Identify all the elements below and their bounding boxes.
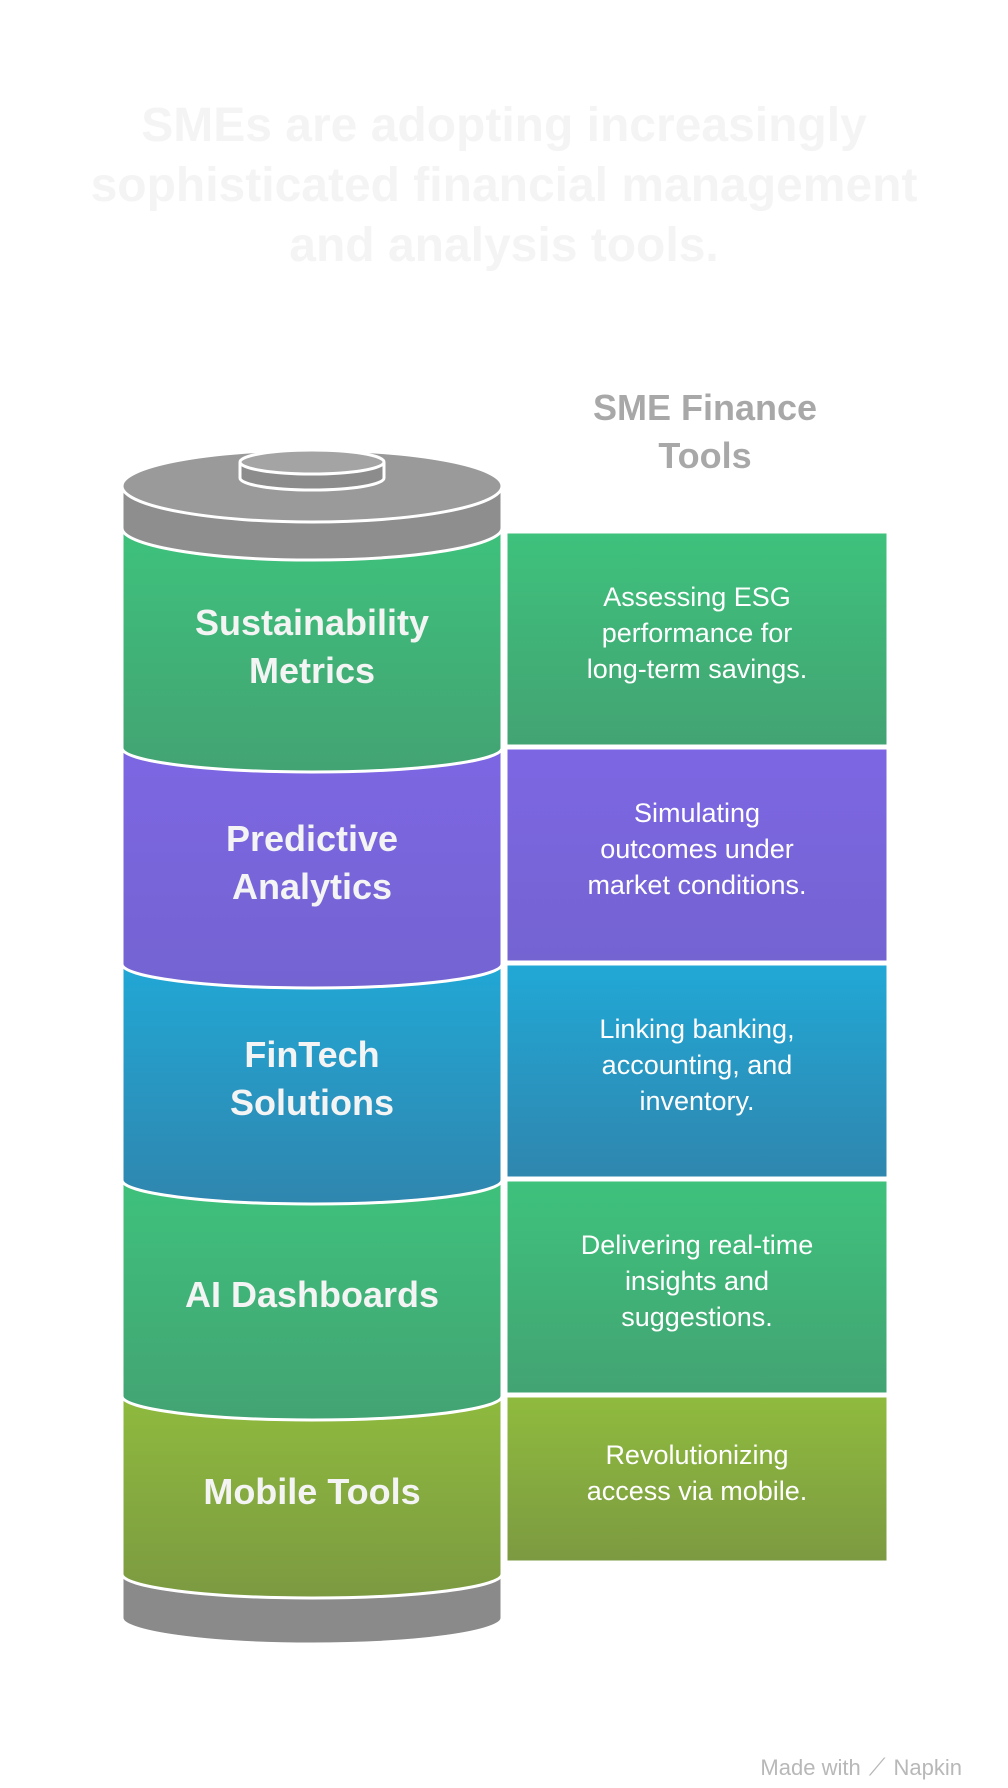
segment-label: AI Dashboards xyxy=(185,1274,439,1315)
napkin-logo-icon: ⟋ xyxy=(868,1754,886,1781)
description-box: Delivering real-time insights and suggesti… xyxy=(504,1178,890,1396)
description-text: Simulating xyxy=(634,798,760,828)
cylinder-segment: AI Dashboards xyxy=(120,1172,504,1422)
page-title: SMEs are adopting increasingly sophistic… xyxy=(90,99,918,272)
segment-label: Predictive xyxy=(226,818,398,859)
made-with-label: Made with xyxy=(760,1755,861,1780)
description-text: inventory. xyxy=(639,1086,754,1116)
description-text: long-term savings. xyxy=(587,654,808,684)
description-text: market conditions. xyxy=(587,870,806,900)
description-text: outcomes under xyxy=(600,834,794,864)
description-text: Linking banking, xyxy=(599,1014,794,1044)
segment-label: Analytics xyxy=(232,866,392,907)
description-text: Assessing ESG xyxy=(603,582,791,612)
description-box: Simulating outcomes under market condition… xyxy=(504,746,890,964)
description-box: Assessing ESG performance for long-term sa… xyxy=(504,530,890,748)
segment-label: Mobile Tools xyxy=(203,1471,420,1512)
description-text: accounting, and xyxy=(602,1050,793,1080)
description-text: Delivering real-time xyxy=(581,1230,814,1260)
description-box: Revolutionizing access via mobile. xyxy=(504,1394,890,1564)
segment-label: FinTech xyxy=(244,1034,379,1075)
cylinder-segment: Mobile Tools xyxy=(120,1388,504,1600)
side-title: SME Finance Tools xyxy=(592,387,818,476)
description-text: insights and xyxy=(625,1266,769,1296)
description-text: Revolutionizing xyxy=(605,1440,788,1470)
description-box: Linking banking, accounting, and inventory… xyxy=(504,962,890,1180)
napkin-brand: Napkin xyxy=(893,1755,962,1780)
made-with-napkin-credit[interactable]: Made with ⟋ Napkin xyxy=(760,1754,962,1782)
description-text: suggestions. xyxy=(621,1302,773,1332)
description-text: access via mobile. xyxy=(587,1476,808,1506)
cylinder-top-cap xyxy=(120,448,504,562)
segment-label: Sustainability xyxy=(195,602,429,643)
segment-label: Metrics xyxy=(249,650,375,691)
segment-label: Solutions xyxy=(230,1082,394,1123)
description-text: performance for xyxy=(602,618,793,648)
